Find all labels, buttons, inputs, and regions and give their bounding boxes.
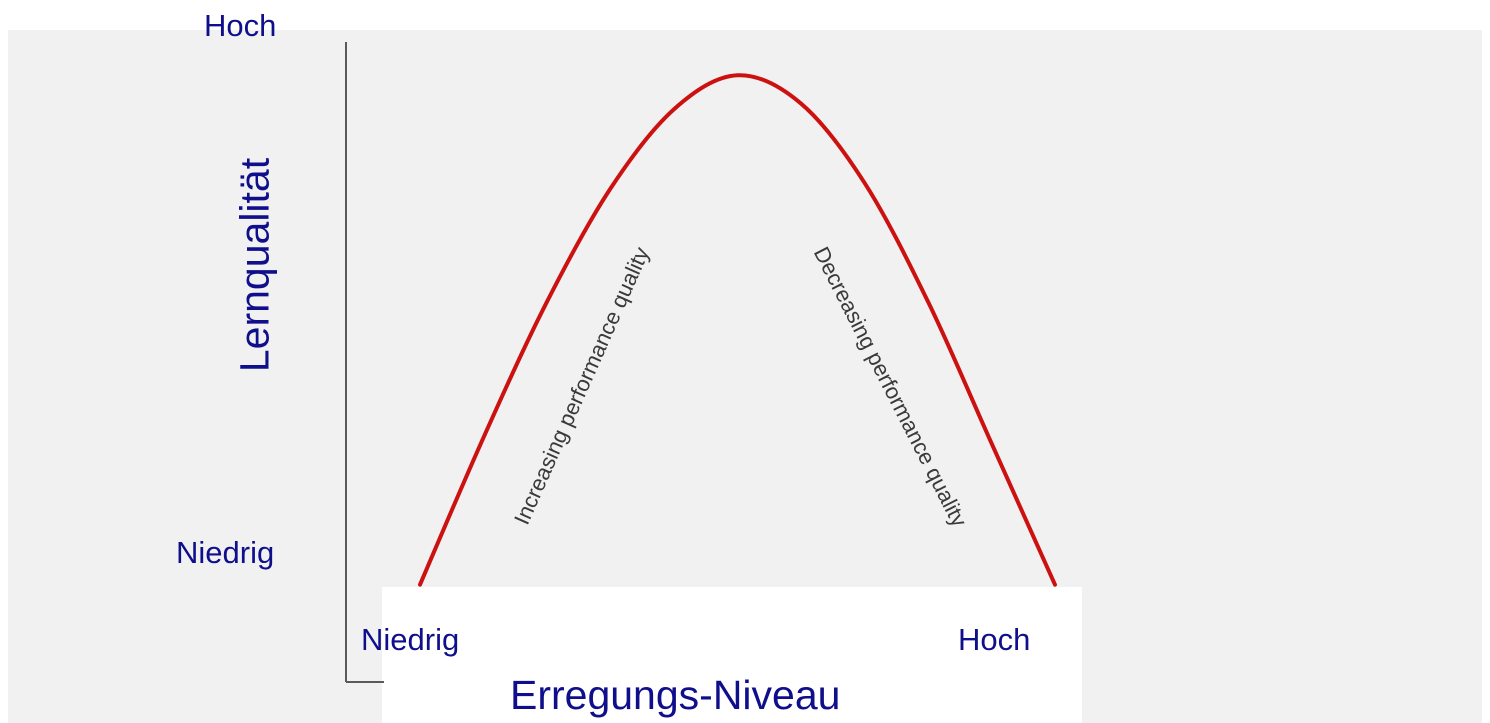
- x-tick-label-high: Hoch: [958, 622, 1031, 657]
- y-axis-label: Lernqualität: [231, 157, 278, 373]
- x-axis-label: Erregungs-Niveau: [510, 672, 841, 718]
- y-tick-label-low: Niedrig: [176, 535, 275, 570]
- label-backdrop: [382, 587, 1082, 723]
- y-tick-label-high: Hoch: [204, 8, 277, 43]
- series-line: [418, 73, 1057, 587]
- x-tick-label-low: Niedrig: [361, 622, 460, 657]
